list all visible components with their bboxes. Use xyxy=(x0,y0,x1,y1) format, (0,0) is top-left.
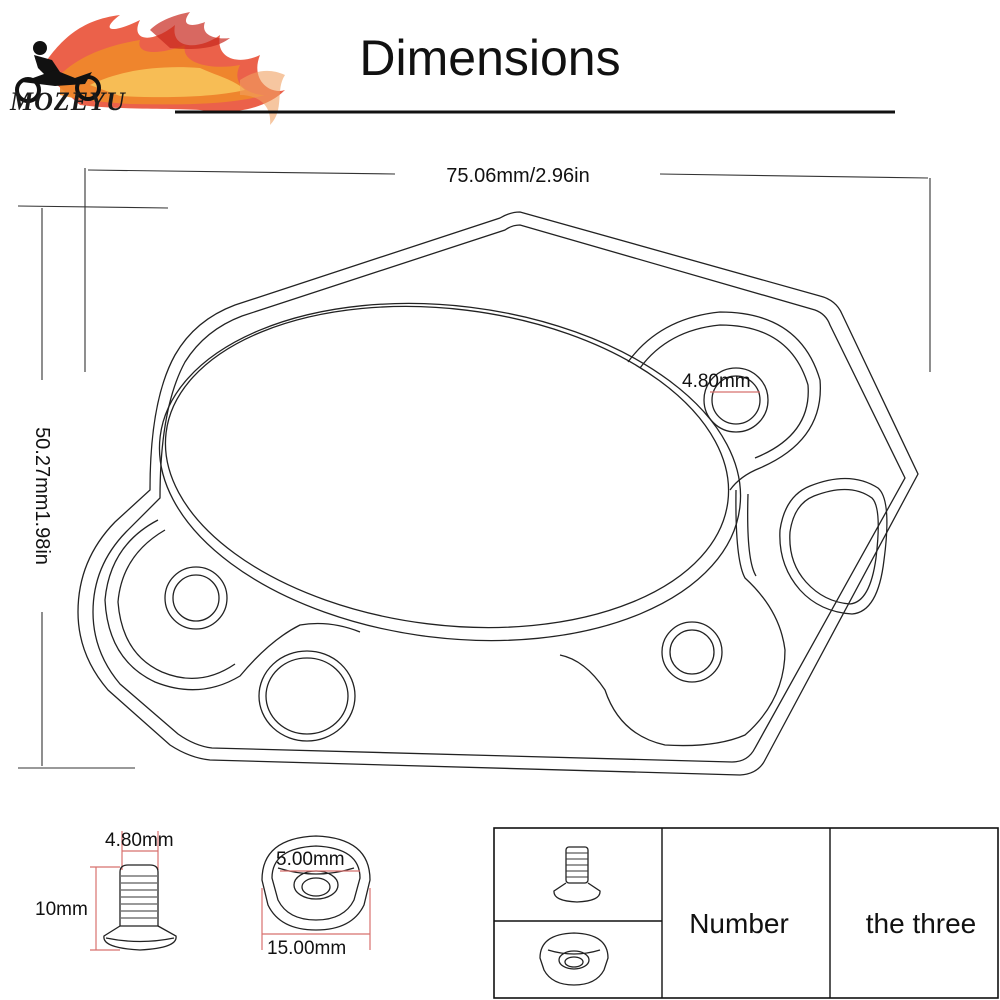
center-recess-inner xyxy=(164,305,730,629)
plate-drawing: 4.80mm xyxy=(77,211,919,776)
hole-label: 4.80mm xyxy=(682,371,751,392)
plate-outer-outline xyxy=(77,211,919,776)
top-right-hole: 4.80mm xyxy=(682,367,769,433)
washer-drawing: 5.00mm 15.00mm xyxy=(261,835,371,959)
parts-table: Number the three xyxy=(493,827,999,999)
plate-inner-outline xyxy=(92,224,906,763)
table-value-label: the three xyxy=(866,908,977,939)
bolt-drawing: 4.80mm 10mm xyxy=(35,830,177,951)
table-border xyxy=(493,827,999,999)
brand-logo: MOZEYU xyxy=(9,12,285,125)
bolt-shank xyxy=(119,864,159,927)
height-label: 50.27mm1.98in xyxy=(31,427,53,565)
center-recess-outer xyxy=(158,302,742,642)
page-title: Dimensions xyxy=(359,30,620,86)
left-hole xyxy=(164,566,228,630)
washer-body xyxy=(261,835,371,931)
flame-graphic xyxy=(40,12,285,125)
height-dimension: 50.27mm1.98in xyxy=(17,205,169,769)
width-label: 75.06mm/2.96in xyxy=(446,165,589,187)
bottom-right-hole xyxy=(661,621,723,683)
bolt-head xyxy=(103,925,177,951)
bolt-length-label: 10mm xyxy=(35,899,88,920)
right-slot xyxy=(779,477,888,615)
top-right-lobe xyxy=(627,311,821,491)
width-dimension: 75.06mm/2.96in xyxy=(84,165,931,372)
table-washer-icon xyxy=(539,932,609,986)
brand-name: MOZEYU xyxy=(9,87,126,116)
bottom-large-hole xyxy=(258,650,356,742)
bolt-diameter-label: 4.80mm xyxy=(105,830,174,851)
table-bolt-icon xyxy=(553,846,601,903)
washer-inner-label: 5.00mm xyxy=(276,849,345,870)
motorcycle-rider-icon xyxy=(15,41,101,103)
washer-outer-label: 15.00mm xyxy=(267,938,346,959)
table-header-label: Number xyxy=(689,908,789,939)
